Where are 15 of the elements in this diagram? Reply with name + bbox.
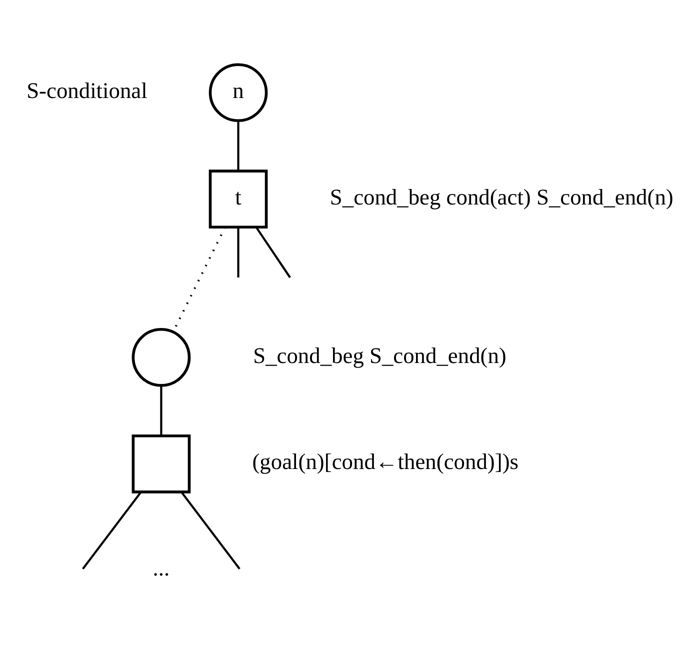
node-label: S_cond_beg S_cond_end(n) [253, 342, 506, 368]
node-circle [132, 328, 191, 386]
connector [237, 226, 240, 277]
connector [180, 490, 240, 569]
node-box [132, 434, 191, 493]
node-label: (goal(n)[cond←then(cond)])s [252, 448, 519, 474]
node-label: S-conditional [26, 77, 148, 102]
connector [237, 120, 240, 170]
node-circle: n [208, 62, 268, 122]
connector [256, 226, 291, 278]
label: ... [152, 555, 170, 580]
node-box: t [208, 169, 268, 228]
connector [82, 490, 142, 569]
connector [160, 385, 162, 436]
node-label: S_cond_beg cond(act) S_cond_end(n) [330, 184, 674, 209]
